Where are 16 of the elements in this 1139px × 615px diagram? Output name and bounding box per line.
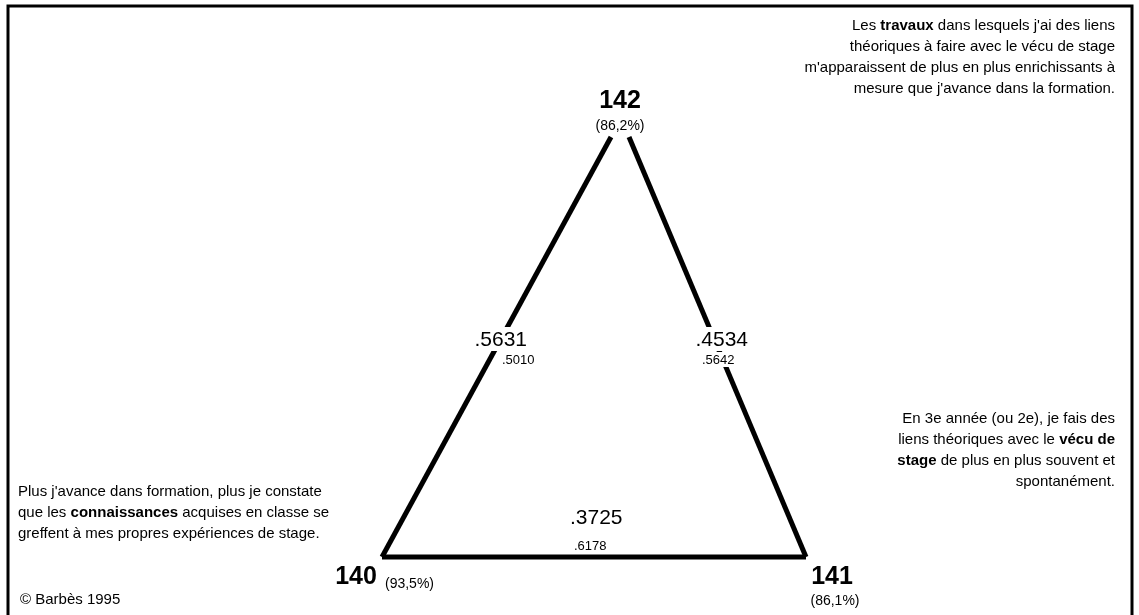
- connecting-line: [379, 135, 614, 559]
- coefficient-label: .5010: [500, 352, 537, 367]
- percentage-label: (86,1%): [809, 592, 861, 608]
- vertex-number: 141: [808, 560, 856, 590]
- vertex-number: 142: [596, 84, 644, 114]
- statement-text: Les travaux dans lesquels j'ai des liens théoriques à faire avec le vécu de stage m'apparaissent de plus en plus enrichissants à mesure que j'avance dans la formation.: [803, 15, 1115, 98]
- percentage-label: (93,5%): [385, 575, 436, 591]
- percentage-label: (86,2%): [594, 117, 646, 133]
- connecting-line: [626, 136, 809, 558]
- coefficient-label: .6178: [572, 538, 609, 553]
- statement-text: En 3e année (ou 2e), je fais des liens théoriques avec le vécu de stage de plus en plus souvent et spontanément.: [896, 408, 1115, 491]
- statement-text: Plus j'avance dans formation, plus je constate que les connaissances acquises en classe se greffent à mes propres expériences de stage.: [18, 481, 331, 543]
- connecting-line: [382, 554, 806, 560]
- vertex-number: 140: [332, 560, 380, 590]
- copyright-note: © Barbès 1995: [18, 590, 123, 607]
- coefficient-label: .5642: [700, 352, 737, 367]
